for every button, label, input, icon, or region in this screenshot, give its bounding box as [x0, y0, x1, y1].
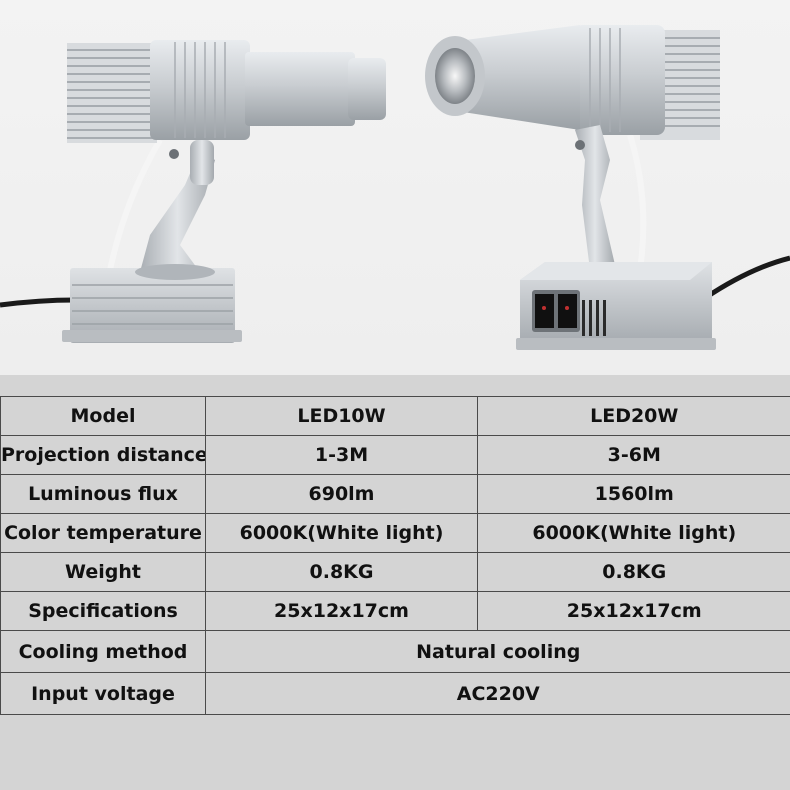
knob-right [575, 140, 585, 150]
row-label: Projection distance [0, 435, 206, 475]
table-row: Specifications 25x12x17cm 25x12x17cm [0, 591, 790, 631]
signal-wire-right [627, 134, 647, 271]
row-label: Cooling method [0, 630, 206, 673]
mounting-plate [62, 330, 242, 342]
table-row: Projection distance 1-3M 3-6M [0, 435, 790, 475]
lens-tube [245, 52, 355, 126]
product-illustration [0, 25, 790, 350]
row-value-col2: 6000K(White light) [477, 513, 790, 553]
knob [169, 149, 179, 159]
bracket-arm-right [575, 125, 615, 270]
row-value-col2: 3-6M [477, 435, 790, 475]
header-col1: LED10W [205, 396, 478, 436]
table-header-row: Model LED10W LED20W [0, 396, 790, 436]
lamp-body [150, 40, 250, 140]
row-value-col1: 1-3M [205, 435, 478, 475]
row-label: Luminous flux [0, 474, 206, 514]
lens-cap [348, 58, 386, 120]
joint [190, 140, 214, 185]
row-value-col2: 1560lm [477, 474, 790, 514]
row-label: Input voltage [0, 672, 206, 715]
row-label: Color temperature [0, 513, 206, 553]
row-value-col2: 0.8KG [477, 552, 790, 592]
table-row: Luminous flux 690lm 1560lm [0, 474, 790, 514]
table-row: Weight 0.8KG 0.8KG [0, 552, 790, 592]
header-col2: LED20W [477, 396, 790, 436]
heatsink-fins [67, 43, 157, 143]
spec-table: Model LED10W LED20W Projection distance … [0, 396, 790, 715]
power-cable [0, 297, 76, 308]
table-row: Color temperature 6000K(White light) 600… [0, 513, 790, 553]
row-value-col1: 0.8KG [205, 552, 478, 592]
table-row: Input voltage AC220V [0, 672, 790, 715]
row-value-col2: 25x12x17cm [477, 591, 790, 631]
bracket-foot [135, 264, 215, 280]
row-value-col1: 25x12x17cm [205, 591, 478, 631]
projector-left [0, 40, 386, 343]
lens-tube-right [450, 25, 580, 130]
mounting-plate-right [516, 338, 716, 350]
merged-row-value: AC220V [205, 672, 790, 715]
row-value-col1: 690lm [205, 474, 478, 514]
vent-slots [582, 300, 606, 336]
power-switch-2 [558, 294, 577, 328]
lens [435, 48, 475, 104]
product-photo [0, 0, 790, 375]
merged-row-value: Natural cooling [205, 630, 790, 673]
spec-table-area: Model LED10W LED20W Projection distance … [0, 375, 790, 790]
row-value-col1: 6000K(White light) [205, 513, 478, 553]
header-label: Model [0, 396, 206, 436]
row-label: Weight [0, 552, 206, 592]
power-cable-right [703, 255, 790, 301]
table-row: Cooling method Natural cooling [0, 630, 790, 673]
projector-right [425, 25, 790, 350]
power-switch-1 [535, 294, 554, 328]
row-label: Specifications [0, 591, 206, 631]
signal-wire [107, 138, 163, 271]
